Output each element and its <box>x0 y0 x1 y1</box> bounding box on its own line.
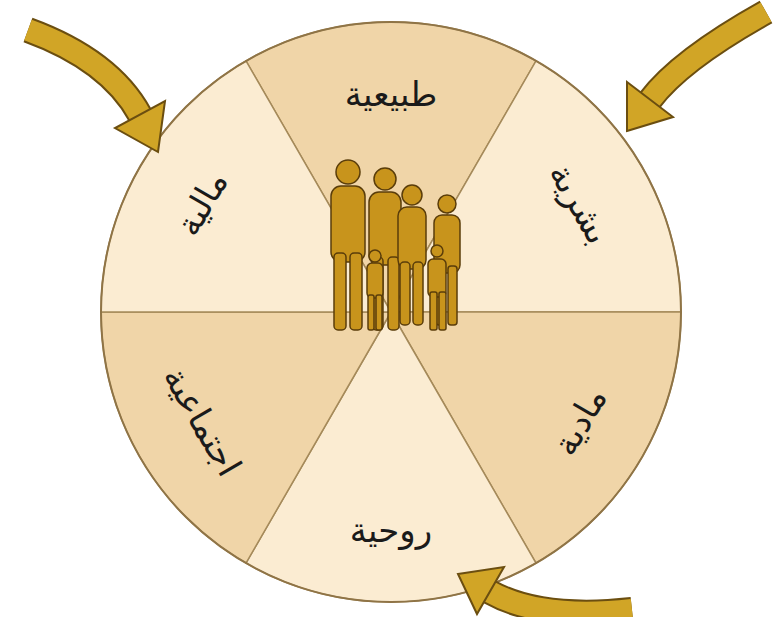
sector-label: طبيعية <box>345 74 437 115</box>
wheel-sector: طبيعية <box>341 72 442 117</box>
input-arrow <box>28 30 165 152</box>
wheel-sector: روحية <box>346 508 437 553</box>
family-figure <box>331 160 460 330</box>
sector-label: روحية <box>350 510 432 551</box>
wheel-outline <box>101 22 681 602</box>
input-arrow <box>627 12 766 131</box>
sector-shape <box>101 312 391 563</box>
input-arrow <box>458 567 632 614</box>
